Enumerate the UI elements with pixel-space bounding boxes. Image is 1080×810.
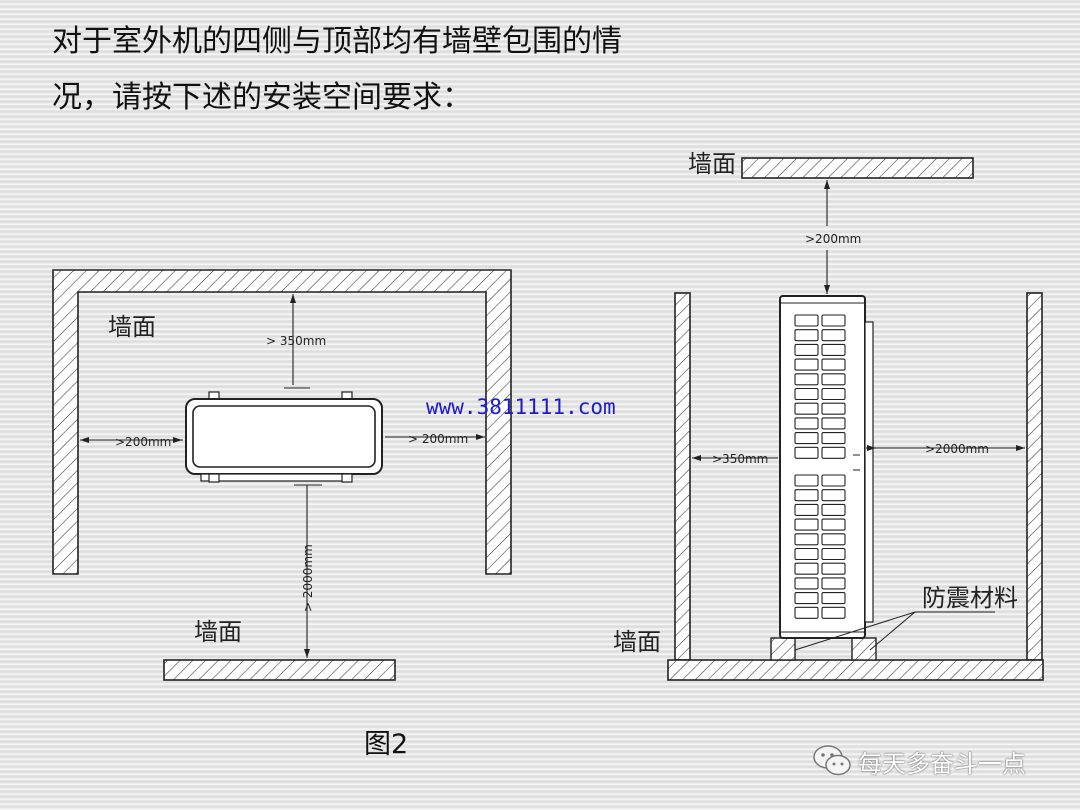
grille-slot bbox=[821, 503, 846, 516]
grille-slot bbox=[794, 432, 819, 445]
grille-slot bbox=[821, 547, 846, 561]
grille-slot bbox=[821, 592, 846, 605]
outdoor-unit-front-view bbox=[779, 295, 874, 639]
grille-slot bbox=[794, 562, 819, 575]
grille-slot bbox=[821, 373, 846, 386]
figure-caption: 图2 bbox=[364, 729, 409, 760]
grille-slot bbox=[794, 592, 819, 605]
outdoor-unit-top-view bbox=[185, 391, 383, 483]
grille-slot bbox=[794, 373, 819, 386]
left-wall-label-bottom: 墙面 bbox=[194, 618, 242, 646]
right-top-wall bbox=[741, 157, 974, 179]
left-dim-left-label: >200mm bbox=[115, 435, 171, 449]
grille-slot bbox=[821, 343, 846, 356]
top-view-diagram: 墙面 墙面 > 350mm >200mm > 200mm > 2000mm bbox=[52, 269, 512, 681]
grille-slot bbox=[821, 329, 846, 342]
grille-slot bbox=[794, 533, 819, 546]
damping-material-label: 防震材料 bbox=[922, 584, 1018, 612]
damping-pad-left bbox=[770, 637, 796, 661]
left-dim-top-label: > 350mm bbox=[266, 334, 326, 348]
grille-slot bbox=[794, 417, 819, 430]
right-floor bbox=[667, 659, 1044, 681]
left-wall-label-top: 墙面 bbox=[108, 313, 156, 341]
grille-slot bbox=[794, 577, 819, 590]
damping-leader-left bbox=[794, 611, 916, 651]
grille-slot bbox=[821, 577, 846, 590]
grille-slot bbox=[794, 518, 819, 531]
left-bottom-wall bbox=[163, 659, 396, 681]
grille-slot bbox=[821, 358, 846, 371]
watermark: 每天多奋斗一点 bbox=[812, 743, 1026, 779]
right-dim-top-label: >200mm bbox=[805, 232, 861, 246]
grille-slot bbox=[794, 503, 819, 516]
grille-slot bbox=[794, 446, 819, 459]
grille-slot bbox=[821, 518, 846, 531]
grille-slot bbox=[794, 387, 819, 401]
right-dim-left-label: >350mm bbox=[712, 452, 768, 466]
right-dim-right-label: >2000mm bbox=[925, 442, 989, 456]
damping-pad-right bbox=[851, 637, 877, 661]
grille-slot bbox=[794, 314, 819, 327]
grille-slot bbox=[794, 606, 819, 619]
grille-slot bbox=[794, 329, 819, 342]
grille-slot bbox=[821, 562, 846, 575]
right-wall-label-top: 墙面 bbox=[688, 150, 736, 178]
grille-slot bbox=[821, 446, 846, 459]
grille-slot bbox=[821, 606, 846, 619]
left-enclosure-wall bbox=[52, 269, 512, 575]
grille-slot bbox=[821, 474, 846, 487]
front-view-diagram: 墙面 墙面 >200mm >350mm >2000mm 防震材料 bbox=[613, 150, 1044, 681]
grille-slot bbox=[821, 489, 846, 502]
grille-slot bbox=[794, 547, 819, 561]
heading-line-1: 对于室外机的四侧与顶部均有墙壁包围的情 bbox=[52, 24, 622, 59]
right-left-wall bbox=[674, 292, 691, 661]
wechat-icon bbox=[813, 745, 851, 776]
grille-slot bbox=[794, 474, 819, 487]
grille-slot bbox=[794, 402, 819, 415]
right-right-wall bbox=[1026, 292, 1043, 661]
grille-slot bbox=[821, 533, 846, 546]
grille-slot bbox=[821, 432, 846, 445]
grille-slot bbox=[794, 343, 819, 356]
grille-slot bbox=[821, 402, 846, 415]
right-wall-label-bottom: 墙面 bbox=[613, 628, 661, 656]
grille-slot bbox=[821, 417, 846, 430]
grille-slot bbox=[794, 489, 819, 502]
heading-line-2: 况，请按下述的安装空间要求： bbox=[52, 80, 472, 115]
page-heading: 对于室外机的四侧与顶部均有墙壁包围的情 况，请按下述的安装空间要求： bbox=[52, 14, 752, 126]
left-dim-right-label: > 200mm bbox=[408, 432, 468, 446]
damping-leader-right bbox=[869, 611, 916, 651]
grille-slot bbox=[794, 358, 819, 371]
left-dim-bottom-label: > 2000mm bbox=[301, 544, 315, 612]
grille-slot bbox=[821, 387, 846, 401]
watermark-text: 每天多奋斗一点 bbox=[858, 749, 1026, 778]
grille-slot bbox=[821, 314, 846, 327]
website-url: www.3811111.com bbox=[426, 395, 616, 419]
